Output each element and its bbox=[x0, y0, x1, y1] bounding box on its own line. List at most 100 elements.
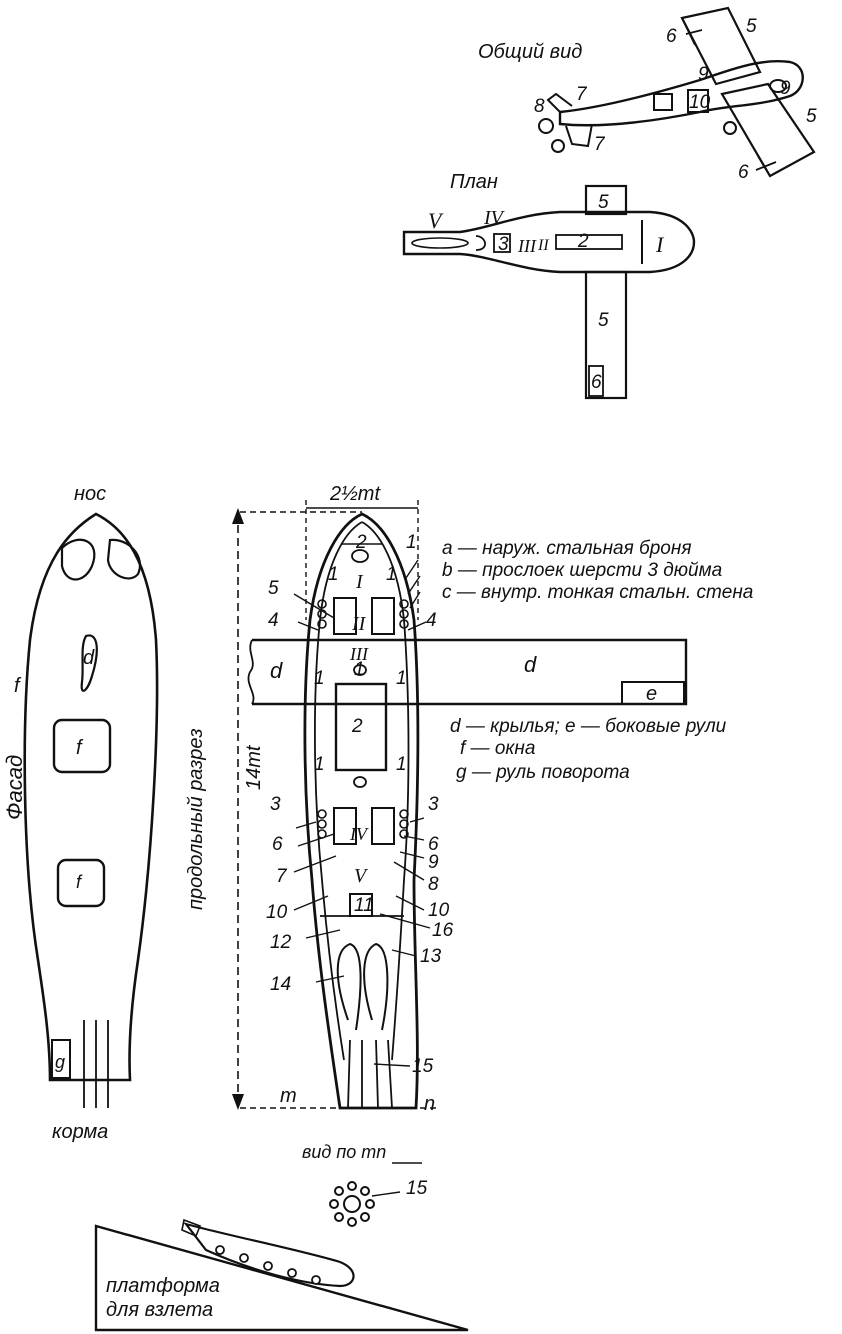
engine-lower-left bbox=[333, 807, 357, 845]
legend-f: f — окна bbox=[460, 738, 535, 759]
room-label-III: III bbox=[349, 644, 369, 664]
section-view: 2½mt 14mt продольный разрез bbox=[185, 483, 688, 1197]
facade-view: нос d f f f g корма Фасад bbox=[2, 483, 159, 1143]
sec-num-3-left: 3 bbox=[270, 794, 281, 815]
sec-num-1c: 1 bbox=[314, 668, 325, 689]
sec-num-12: 12 bbox=[270, 932, 292, 953]
room-label-V: V bbox=[354, 865, 369, 887]
sec-num-1d: 1 bbox=[396, 668, 407, 689]
mn-view: вид по mn 15 bbox=[302, 1142, 428, 1227]
section-hull-inner-right bbox=[361, 521, 410, 1061]
gv-label-10: 10 bbox=[689, 92, 711, 113]
plan-label-6: 6 bbox=[591, 372, 602, 393]
window-9 bbox=[653, 93, 673, 111]
facade-window-f1 bbox=[52, 718, 112, 774]
sec-num-6-right: 6 bbox=[428, 834, 439, 855]
facade-label-f1: f bbox=[76, 737, 84, 759]
sec-num-14: 14 bbox=[270, 974, 291, 995]
plan-label-3: 3 bbox=[498, 234, 509, 255]
general-view: Общий вид 5 5 6 6 7 7 8 9 9 10 bbox=[478, 6, 817, 183]
room-label-I: I bbox=[355, 571, 364, 593]
sec-num-1b: 1 bbox=[386, 564, 397, 585]
facade-window-right bbox=[106, 538, 141, 580]
facade-label-d: d bbox=[83, 647, 95, 669]
plan-room-3 bbox=[493, 233, 511, 253]
facade-label-f-side: f bbox=[14, 675, 22, 697]
sec-num-2-cabin: 2 bbox=[351, 716, 363, 737]
launch-vehicle bbox=[183, 1222, 355, 1288]
platform-label-line1: платформа bbox=[106, 1275, 220, 1297]
legend-c: c — внутр. тонкая стальн. стена bbox=[442, 582, 753, 603]
facade-title: Фасад bbox=[2, 755, 27, 820]
gv-label-9-nose: 9 bbox=[780, 78, 791, 99]
launch-platform: платформа для взлета bbox=[94, 1218, 469, 1332]
vehicle-tail bbox=[181, 1218, 202, 1238]
sec-num-2-top: 2 bbox=[355, 532, 367, 553]
sec-num-7: 7 bbox=[276, 866, 288, 887]
facade-nose-label: нос bbox=[74, 483, 106, 505]
engine-lower-right bbox=[371, 807, 395, 845]
legend-b: b — прослоек шерсти 3 дюйма bbox=[442, 560, 722, 581]
sec-num-1e: 1 bbox=[314, 754, 325, 775]
sec-num-3-right: 3 bbox=[428, 794, 439, 815]
tail-fin-lower bbox=[565, 123, 593, 148]
sec-num-1h: 1 bbox=[406, 532, 417, 553]
gv-label-9: 9 bbox=[698, 64, 709, 85]
exhaust-cluster bbox=[329, 1181, 375, 1227]
sec-num-1g: 1 bbox=[354, 659, 365, 680]
gv-label-5a: 5 bbox=[746, 16, 757, 37]
mn-view-title: вид по mn bbox=[302, 1142, 386, 1162]
gv-label-8: 8 bbox=[534, 96, 545, 117]
section-wings bbox=[252, 638, 688, 706]
legend-g: g — руль поворота bbox=[456, 762, 630, 783]
fuselage-side bbox=[558, 60, 804, 127]
sec-num-13: 13 bbox=[420, 946, 442, 967]
plan-label-2: 2 bbox=[577, 231, 589, 252]
side-rudder-e bbox=[621, 681, 685, 705]
legend-a: a — наруж. стальная броня bbox=[442, 538, 691, 559]
platform-ramp bbox=[94, 1224, 469, 1332]
legend: a — наруж. стальная броня b — прослоек ш… bbox=[442, 538, 753, 783]
plan-hull bbox=[402, 210, 696, 274]
sec-num-8: 8 bbox=[428, 874, 439, 895]
tail-tubes bbox=[336, 942, 389, 1031]
room-label-IV: IV bbox=[349, 824, 369, 844]
gv-label-5b: 5 bbox=[806, 106, 817, 127]
sec-label-d-left: d bbox=[270, 658, 283, 683]
section-width-label: 2½mt bbox=[329, 483, 381, 505]
window-10 bbox=[687, 89, 709, 113]
section-hull-inner-left bbox=[314, 521, 363, 1061]
exhaust-lines bbox=[347, 1039, 393, 1109]
plan-tail-cone bbox=[411, 237, 469, 249]
sec-num-10-right: 10 bbox=[428, 900, 450, 921]
sec-num-6-left: 6 bbox=[272, 834, 283, 855]
plan-label-II: II bbox=[537, 237, 549, 254]
room-label-II: II bbox=[351, 613, 367, 635]
plan-room-2 bbox=[555, 234, 623, 250]
facade-wing-d bbox=[80, 634, 98, 692]
plan-view: План V IV 3 III II 2 I 5 5 6 bbox=[402, 171, 696, 400]
sec-num-4-left: 4 bbox=[268, 610, 279, 631]
hatch-nose bbox=[351, 549, 369, 563]
sec-num-11: 11 bbox=[354, 895, 374, 916]
gv-label-6a: 6 bbox=[666, 26, 677, 47]
plan-curve bbox=[475, 235, 486, 251]
wing-break bbox=[247, 639, 255, 705]
bolt-circles bbox=[317, 599, 409, 839]
plan-label-III: III bbox=[517, 236, 537, 256]
platform-label-line2: для взлета bbox=[106, 1299, 213, 1321]
tail-fin-upper bbox=[546, 92, 573, 113]
sec-num-1f: 1 bbox=[396, 754, 407, 775]
sec-label-d-right: d bbox=[524, 652, 537, 677]
sec-label-e: e bbox=[646, 683, 657, 705]
plan-label-V: V bbox=[428, 208, 444, 233]
sec-num-15: 15 bbox=[412, 1056, 434, 1077]
general-view-title: Общий вид bbox=[478, 41, 582, 63]
sec-label-m: m bbox=[280, 1085, 297, 1107]
plan-label-I: I bbox=[655, 232, 665, 257]
upper-wing bbox=[680, 6, 762, 86]
upper-wing-rudder bbox=[681, 17, 703, 46]
gv-label-6b: 6 bbox=[738, 162, 749, 183]
lower-wing-rudder bbox=[755, 155, 777, 177]
